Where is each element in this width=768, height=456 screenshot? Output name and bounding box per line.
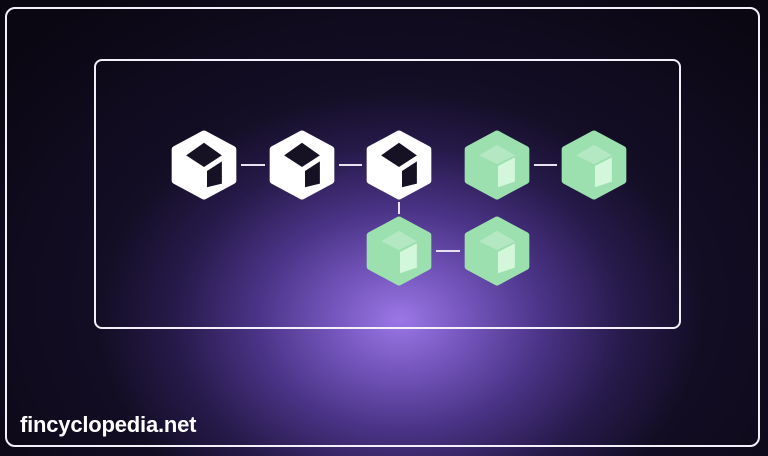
confirmed-cube-icon (366, 130, 432, 200)
cube-top-face (186, 142, 222, 167)
cube-side-face (305, 161, 320, 188)
blocks-layer (171, 130, 627, 286)
cube-side-face (400, 243, 417, 274)
pending-cube-icon (464, 130, 530, 200)
outer-frame (5, 7, 760, 447)
cube-side-face (498, 243, 515, 274)
cube-side-face (207, 161, 222, 188)
confirmed-cube-icon (171, 130, 237, 200)
cube-body (561, 130, 627, 200)
cube-side-face (402, 161, 417, 188)
cube-body (464, 216, 530, 286)
cube-top-face (576, 144, 612, 164)
cube-top-face (381, 230, 417, 250)
pending-cube-icon (561, 130, 627, 200)
cube-top-face (479, 144, 515, 164)
cube-side-face (498, 157, 515, 188)
confirmed-cube-icon (269, 130, 335, 200)
pending-cube-icon (366, 216, 432, 286)
cube-body (366, 216, 432, 286)
cube-side-face (595, 157, 612, 188)
cube-body (464, 130, 530, 200)
watermark-text: fincyclopedia.net (20, 412, 197, 437)
cube-top-face (381, 142, 417, 167)
links-layer (241, 164, 557, 252)
cube-top-face (284, 142, 320, 167)
diagram-frame (94, 59, 681, 329)
pending-cube-icon (464, 216, 530, 286)
cube-top-face (479, 230, 515, 250)
